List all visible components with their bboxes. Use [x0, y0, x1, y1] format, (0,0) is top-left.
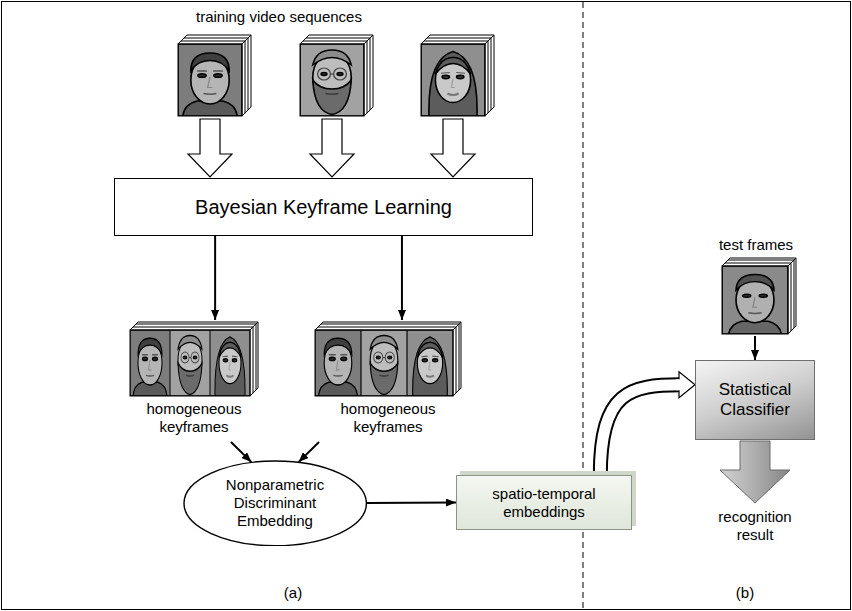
keyframe-stack: homogeneous keyframes [313, 320, 463, 442]
ellipse-shape [184, 461, 366, 546]
connector-arrow [401, 236, 403, 320]
label-text: training video sequences [149, 8, 409, 26]
arrow-shaft [600, 385, 681, 475]
connector-arrow [231, 442, 251, 462]
process-box: Bayesian Keyframe Learning [114, 178, 533, 236]
node-label: Statistical Classifier [707, 380, 803, 421]
node-label: homogeneous keyframes [139, 400, 249, 436]
connector-arrow [754, 336, 756, 360]
hollow-connector [600, 372, 695, 475]
label-text: (a) [263, 584, 323, 602]
classifier-box: Statistical Classifier [695, 360, 815, 440]
video-stack [300, 35, 373, 116]
arrow-joint [676, 379, 682, 390]
keyframe-stack: homogeneous keyframes [128, 320, 260, 442]
video-stack [178, 35, 251, 116]
connector-arrow [214, 236, 216, 320]
node-label: Nonparametric Discriminant Embedding [215, 476, 335, 530]
video-stack [421, 35, 494, 116]
embedding-box: spatio-temporal embeddings [456, 475, 632, 530]
label-text: (b) [715, 584, 775, 602]
keyframe-images [315, 322, 461, 396]
embedding-ellipse: Nonparametric Discriminant Embedding [183, 460, 367, 547]
node-label: test frames [719, 236, 793, 254]
result-arrow [720, 441, 790, 503]
node-label: Bayesian Keyframe Learning [195, 195, 452, 219]
arrow-shaft [600, 385, 681, 475]
keyframe-images [130, 322, 258, 396]
node-label: homogeneous keyframes [333, 400, 443, 436]
label-text: recognition result [705, 508, 805, 544]
hollow-arrow [188, 119, 475, 177]
connector-arrow [299, 442, 319, 462]
test-frame-stack: test frames [712, 236, 800, 336]
node-label: spatio-temporal embeddings [474, 485, 614, 521]
test-frame-image [722, 258, 796, 334]
connector-arrow [366, 502, 456, 504]
